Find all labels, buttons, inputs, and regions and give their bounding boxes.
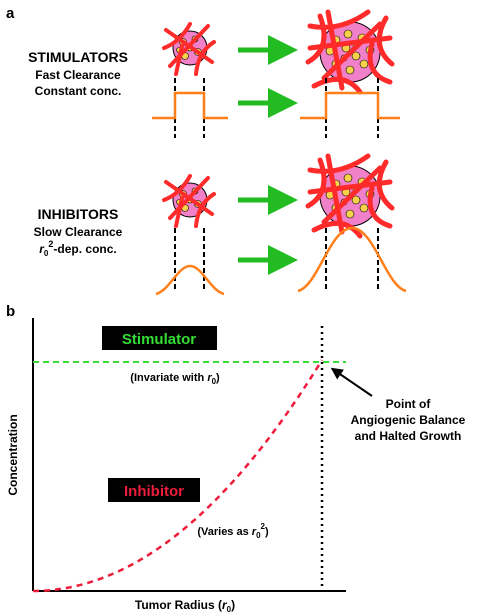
inhibitor-curve xyxy=(32,359,324,593)
large-tumor-icon xyxy=(308,156,392,236)
stimulators-conc: Constant conc. xyxy=(35,84,122,98)
radius-markers xyxy=(174,228,379,292)
stimulator-profile-small xyxy=(152,91,228,120)
inhibitor-profile-small xyxy=(155,264,225,296)
large-tumor-icon xyxy=(308,12,392,92)
inhibitors-clearance: Slow Clearance xyxy=(34,225,123,239)
inhibitors-conc: r02-dep. conc. xyxy=(39,239,116,258)
stimulator-label-box xyxy=(102,326,217,350)
inhibitor-label: Inhibitor xyxy=(124,483,184,500)
balance-label-2: Angiogenic Balance xyxy=(351,413,466,427)
y-axis-label: Concentration xyxy=(6,414,20,495)
stimulators-title: STIMULATORS xyxy=(28,49,128,65)
stimulators-clearance: Fast Clearance xyxy=(35,68,121,82)
balance-arrow-icon xyxy=(330,367,373,397)
varies-note: (Varies as r02) xyxy=(197,522,269,540)
panel-b-label: b xyxy=(6,303,15,320)
radius-markers xyxy=(174,78,379,138)
inhibitor-profile-large xyxy=(297,226,407,293)
small-tumor-icon xyxy=(162,22,216,76)
balance-label-1: Point of xyxy=(386,397,432,411)
stimulator-profile-large xyxy=(300,91,400,120)
stimulator-label: Stimulator xyxy=(122,331,196,348)
invariant-note: (Invariate with r0) xyxy=(130,372,220,386)
inhibitors-title: INHIBITORS xyxy=(38,206,119,222)
balance-label-3: and Halted Growth xyxy=(355,429,462,443)
inhibitor-label-box xyxy=(108,478,200,502)
small-tumor-icon xyxy=(162,174,216,228)
x-axis-label: Tumor Radius (r0) xyxy=(135,598,235,613)
panel-a-label: a xyxy=(6,5,15,22)
